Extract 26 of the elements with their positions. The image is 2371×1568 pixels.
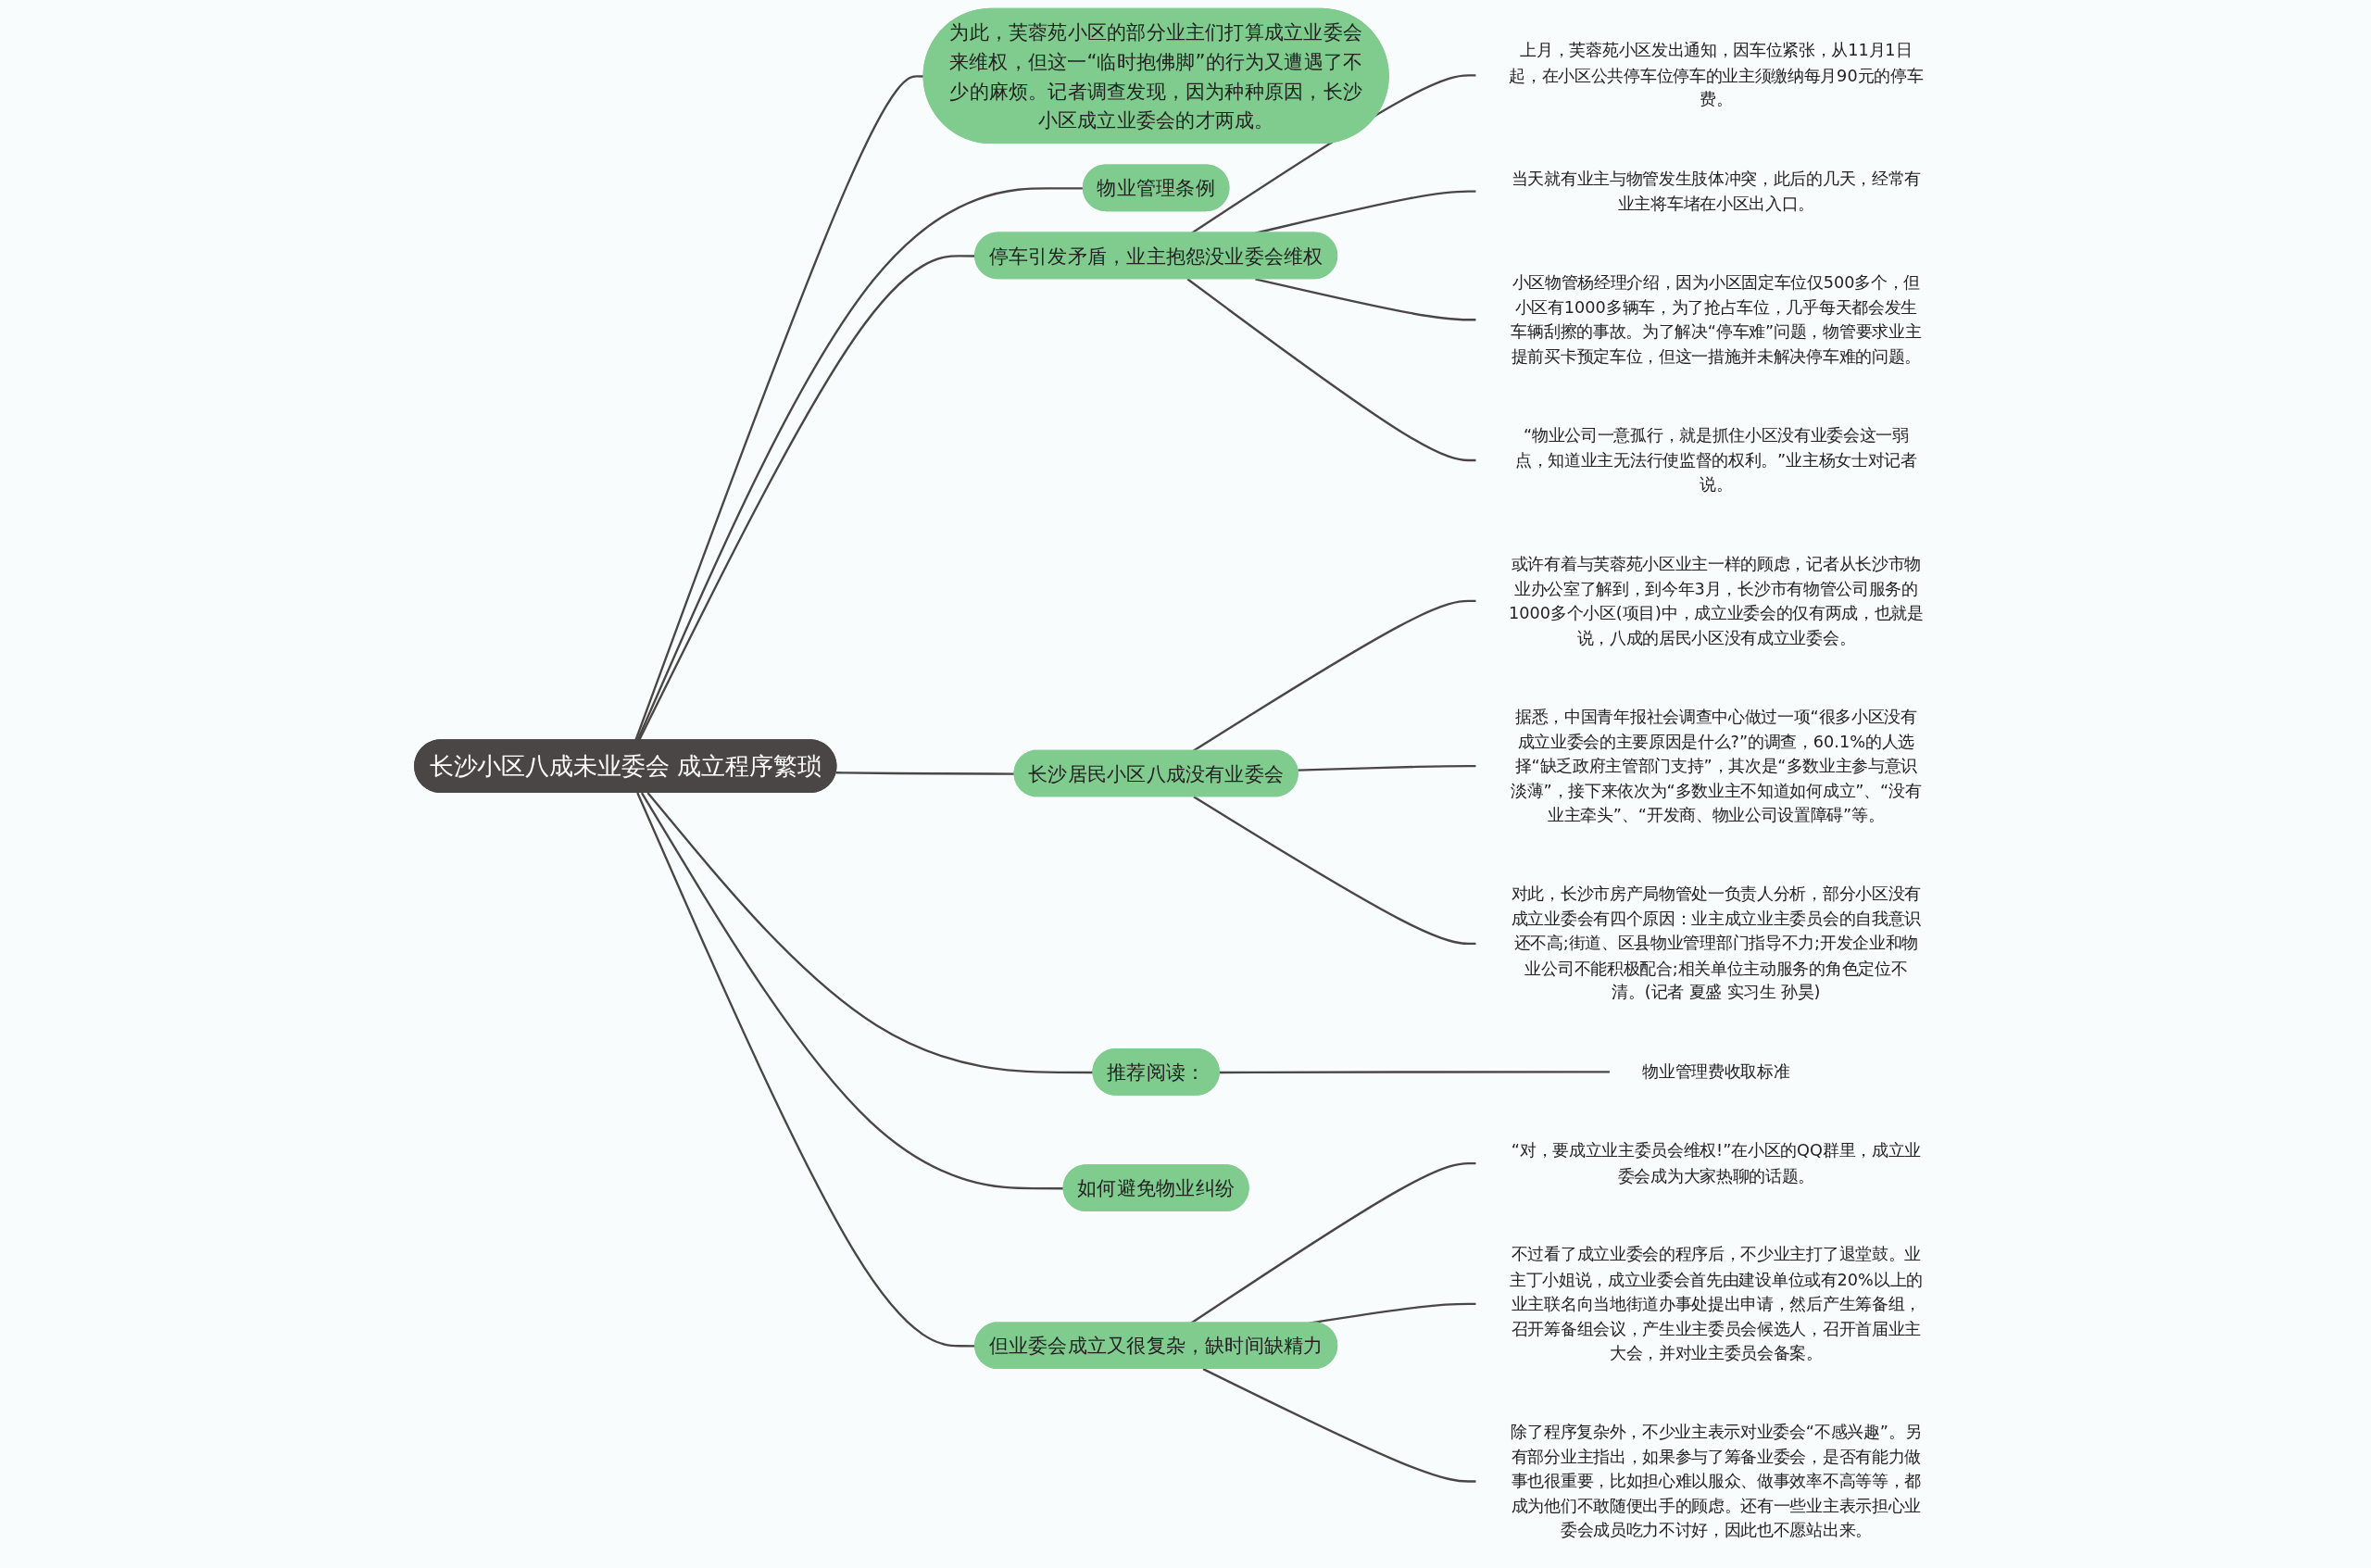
connector (1193, 796, 1476, 945)
connector (634, 75, 924, 741)
connector (1255, 278, 1476, 321)
node-text: 据悉，中国青年报社会调查中心做过一项“很多小区没有成立业委会的主要原因是什么?”的调查，60.1%的人选择“缺乏政府主管部门支持”，其次是“多数业主参与意识淡薄”，接下来依次为“多数业主不知道如何成立”、“没有业主牵头”、“开发商、物业公司设置障碍”等。 (1511, 707, 1922, 825)
node-text: 除了程序复杂外，不少业主表示对业委会“不感兴趣”。另有部分业主指出，如果参与了筹备业委会，是否有能力做事也很重要，比如担心难以服众、做事效率不高等等，都成为他们不敢随便出手的顾虑。还有一些业主表示担心业委会成员吃力不讨好，因此也不愿站出来。 (1511, 1422, 1922, 1540)
node-text: 上月，芙蓉苑小区发出通知，因车位紧张，从11月1日起，在小区公共停车位停车的业主须缴纳每月90元的停车费。 (1509, 40, 1924, 110)
connector (1255, 190, 1476, 234)
node-text: 不过看了成立业委会的程序后，不少业主打了退堂鼓。业主丁小姐说，成立业委会首先由建设单位或有20%以上的业主联名向当地街道办事处提出申请，然后产生筹备组，召开筹备组会议，产生业主委员会候选人，召开首届业主大会，并对业主委员会备案。 (1509, 1244, 1923, 1363)
connector (1190, 1161, 1476, 1324)
node-text: “物业公司一意孤行，就是抓住小区没有业委会这一弱点，知道业主无法行使监督的权利。”业主杨女士对记者说。 (1515, 425, 1917, 495)
connector (1202, 1368, 1476, 1483)
connector (636, 792, 976, 1348)
connector (835, 771, 1015, 775)
node-text: 物业管理费收取标准 (1642, 1061, 1790, 1082)
node-text: 小区物管杨经理介绍，因为小区固定车位仅500多个，但小区有1000多辆车，为了抢占车位，几乎每天都会发生车辆刮擦的事故。为了解决“停车难”问题，物管要求业主提前买卡预定车位，但这一措施并未解决停车难的问题。 (1511, 272, 1922, 367)
connector (1192, 599, 1476, 752)
node-text: 对此，长沙市房产局物管处一负责人分析，部分小区没有成立业委会有四个原因：业主成立业主委员会的自我意识还不高;街道、区县物业管理部门指导不力;开发企业和物业公司不能积极配合;相关单位主动服务的角色定位不清。(记者 夏盛 实习生 孙昊) (1511, 884, 1921, 1003)
node-text: 或许有着与芙蓉苑小区业主一样的顾虑，记者从长沙市物业办公室了解到，到今年3月，长沙市有物管公司服务的1000多个小区(项目)中，成立业委会的仅有两成，也就是说，八成的居民小区没有成立业委会。 (1508, 554, 1924, 647)
connector (640, 792, 1064, 1190)
connector (1186, 278, 1476, 462)
node-text: “对，要成立业主委员会维权!”在小区的QQ群里，成立业委会成为大家热聊的话题。 (1511, 1140, 1922, 1185)
connector (1298, 765, 1476, 771)
connector (1219, 1071, 1610, 1074)
connector (646, 792, 1094, 1074)
node-text: 当天就有业主与物管发生肢体冲突，此后的几天，经常有业主将车堵在小区出入口。 (1511, 169, 1921, 214)
connector (637, 255, 976, 741)
